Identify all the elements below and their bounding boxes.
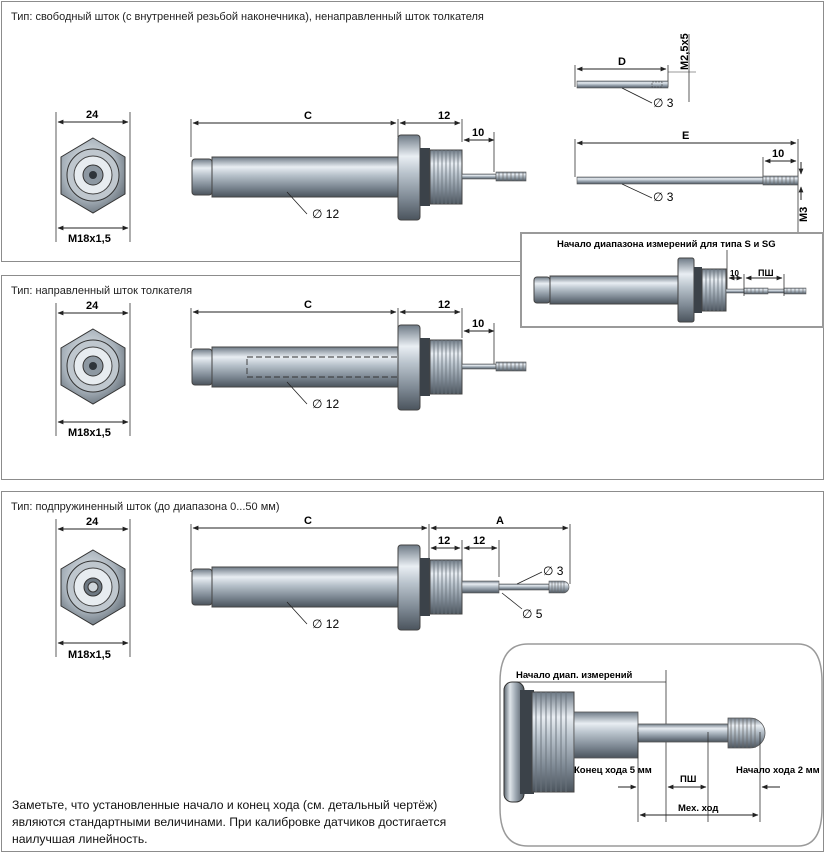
calibration-note: Заметьте, что установленные начало и кон… bbox=[12, 798, 447, 846]
thread-length-label: 12 bbox=[438, 535, 450, 547]
hex-width-label: 24 bbox=[86, 300, 99, 312]
rod-d-thread-label: M2,5x5 bbox=[679, 33, 691, 70]
shaft-diameter-label: ∅ 5 bbox=[522, 607, 543, 621]
detail-range-drawing: Начало диапазона измерений для типа S и … bbox=[533, 239, 807, 323]
spring-rod-drawing: 24 M18x1,5 C A 12 bbox=[55, 515, 571, 661]
detail-stroke-start-label: Начало хода 2 мм bbox=[736, 765, 820, 776]
rod-e-thread-label: M3 bbox=[798, 207, 810, 222]
body-length-label: C bbox=[304, 110, 312, 122]
detail-range-start: Начало диапазона измерений для типа S и … bbox=[520, 232, 824, 328]
rod-d-drawing bbox=[574, 34, 696, 104]
sensor-side-view bbox=[190, 119, 527, 221]
rod-d-diameter-label: ∅ 3 bbox=[653, 96, 674, 110]
detail-stroke-end-label: Конец хода 5 мм bbox=[574, 765, 652, 776]
thread-length-label: 12 bbox=[438, 299, 450, 311]
body-diameter-label: ∅ 12 bbox=[312, 397, 339, 411]
rod-e-length-label: E bbox=[682, 130, 689, 142]
section-title: Тип: свободный шток (с внутренней резьбо… bbox=[11, 11, 484, 23]
stroke-length-label: A bbox=[496, 515, 504, 527]
hex-end-view bbox=[55, 519, 131, 657]
free-rod-drawing: 24 M18x1,5 C 12 10 ∅ 12 bbox=[55, 33, 810, 245]
detail-spring-stroke: Начало диап. измерений Конец хода 5 мм П… bbox=[499, 643, 823, 847]
hex-width-label: 24 bbox=[86, 516, 99, 528]
rod-d-length-label: D bbox=[618, 56, 626, 68]
thread-label: M18x1,5 bbox=[68, 649, 111, 661]
body-diameter-label: ∅ 12 bbox=[312, 207, 339, 221]
section-free-rod: Тип: свободный шток (с внутренней резьбо… bbox=[1, 1, 824, 262]
rod-e-drawing bbox=[574, 139, 804, 232]
thread-label: M18x1,5 bbox=[68, 427, 111, 439]
rod-e-diameter-label: ∅ 3 bbox=[653, 190, 674, 204]
detail-gap-label: 10 bbox=[730, 269, 739, 278]
section-title: Тип: подпружиненный шток (до диапазона 0… bbox=[11, 501, 280, 513]
tip-diameter-label: ∅ 3 bbox=[543, 564, 564, 578]
shaft-length-label: 12 bbox=[473, 535, 485, 547]
detail-spring-start-label: Начало диап. измерений bbox=[516, 670, 633, 681]
rod-e-tip-length-label: 10 bbox=[772, 148, 784, 160]
body-diameter-label: ∅ 12 bbox=[312, 617, 339, 631]
detail-range-label-text: Начало диапазона измерений для типа S и … bbox=[557, 239, 776, 250]
body-length-label: C bbox=[304, 299, 312, 311]
section-spring-rod: Тип: подпружиненный шток (до диапазона 0… bbox=[1, 491, 824, 852]
tip-length-label: 10 bbox=[472, 127, 484, 139]
hex-end-view bbox=[55, 112, 131, 242]
detail-range-label: Начало диапазона измерений для типа S и … bbox=[557, 239, 776, 250]
detail-range-pw-label: ПШ bbox=[758, 268, 774, 278]
thread-label: M18x1,5 bbox=[68, 233, 111, 245]
sensor-side-view bbox=[190, 308, 527, 411]
hex-end-view bbox=[55, 303, 131, 436]
section-title: Тип: направленный шток толкателя bbox=[11, 285, 193, 297]
guided-rod-drawing: 24 M18x1,5 C 12 10 ∅ 12 bbox=[55, 299, 527, 439]
thread-length-label: 12 bbox=[438, 110, 450, 122]
hex-width-label: 24 bbox=[86, 109, 99, 121]
body-length-label: C bbox=[304, 515, 312, 527]
detail-mech-stroke-label: Мех. ход bbox=[678, 803, 718, 814]
tip-length-label: 10 bbox=[472, 318, 484, 330]
sensor-side-view bbox=[190, 524, 571, 631]
detail-pw-label: ПШ bbox=[680, 774, 696, 785]
